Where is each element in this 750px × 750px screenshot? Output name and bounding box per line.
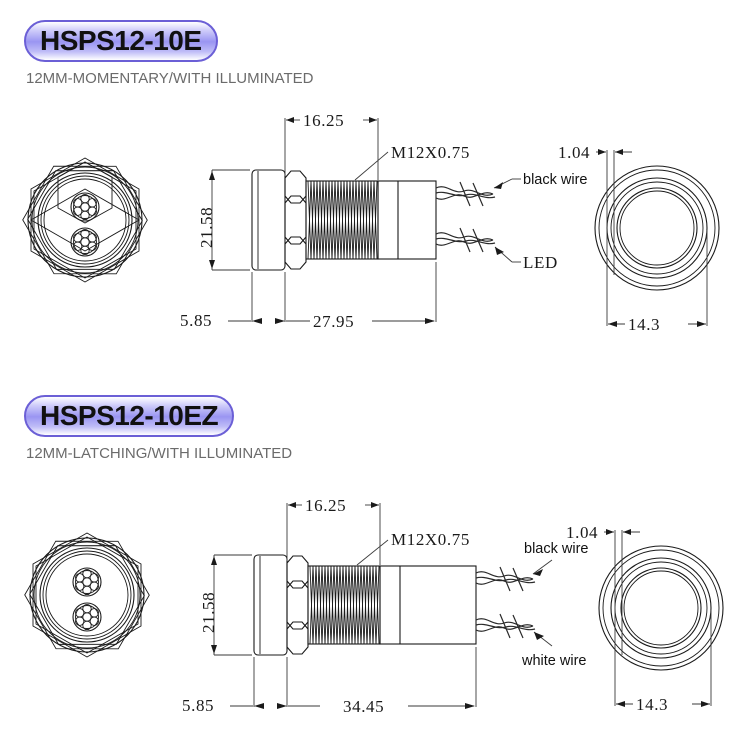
side-view-assembly: M12X0.75 black wire LED <box>251 143 587 272</box>
dim-body-length: 27.95 <box>313 312 354 331</box>
wire-core-bottom <box>70 227 100 257</box>
rear-view-bezel: 1.04 14.3 <box>566 523 724 714</box>
product-subtitle: 12MM-LATCHING/WITH ILLUMINATED <box>26 445 293 462</box>
wire-label-bottom-leader <box>533 631 553 647</box>
wire-label-bottom: white wire <box>521 653 586 669</box>
wire-label-bottom-leader <box>494 246 521 263</box>
product-section-hsps12-10e: HSPS12-10E 12MM-MOMENTARY/WITH ILLUMINAT… <box>22 20 720 334</box>
product-badge-label: HSPS12-10EZ <box>40 400 219 431</box>
thread-callout: M12X0.75 <box>391 530 470 549</box>
wire-pair-bottom <box>435 227 496 253</box>
wire-label-bottom: LED <box>523 253 558 272</box>
wire-label-top: black wire <box>523 172 587 188</box>
wire-label-top-leader <box>532 559 553 576</box>
dim-body-length: 34.45 <box>343 697 384 716</box>
drawing-canvas-1: M12X0.75 black wire LED <box>22 111 720 334</box>
wire-label-top-leader <box>493 178 521 189</box>
wire-pair-bottom <box>475 613 536 639</box>
dim-bezel-thickness: 1.04 <box>558 143 590 162</box>
dim-head-to-nut: 16.25 <box>305 496 346 515</box>
side-view-assembly: M12X0.75 black wire white wire <box>253 530 588 669</box>
drawing-canvas-2: M12X0.75 black wire white wire <box>0 375 750 750</box>
dim-bezel-diameter: 14.3 <box>628 315 660 334</box>
product-section-hsps12-10ez: HSPS12-10EZ 12MM-LATCHING/WITH ILLUMINAT… <box>0 375 750 750</box>
dimension-group-side: 16.25 21.58 5.85 <box>180 111 437 331</box>
dim-head-height: 21.58 <box>199 592 218 633</box>
wire-label-top: black wire <box>524 541 588 557</box>
dim-head-thickness: 5.85 <box>180 311 212 330</box>
dim-head-to-nut: 16.25 <box>303 111 344 130</box>
product-badge: HSPS12-10E <box>24 20 218 62</box>
product-subtitle: 12MM-MOMENTARY/WITH ILLUMINATED <box>26 70 314 87</box>
dimension-group-side: 16.25 21.58 5.85 <box>182 496 477 716</box>
wire-core-top <box>72 567 102 597</box>
hex-nut <box>284 170 307 270</box>
dim-head-thickness: 5.85 <box>182 696 214 715</box>
dim-head-height: 21.58 <box>197 207 216 248</box>
wire-pair-top <box>435 181 496 207</box>
hex-nut <box>286 555 309 655</box>
front-view-hex-nut <box>22 157 148 283</box>
rear-view-bezel: 1.04 14.3 <box>558 143 720 334</box>
wire-pair-top <box>475 566 536 592</box>
threaded-barrel <box>305 180 379 260</box>
thread-callout: M12X0.75 <box>391 143 470 162</box>
wire-core-bottom <box>72 602 102 632</box>
product-badge: HSPS12-10EZ <box>24 395 235 437</box>
product-badge-label: HSPS12-10E <box>40 25 202 56</box>
front-view-hex-nut <box>24 532 150 658</box>
dim-bezel-thickness: 1.04 <box>566 523 598 542</box>
threaded-barrel <box>307 565 381 645</box>
dim-bezel-diameter: 14.3 <box>636 695 668 714</box>
wire-core-top <box>70 192 100 222</box>
